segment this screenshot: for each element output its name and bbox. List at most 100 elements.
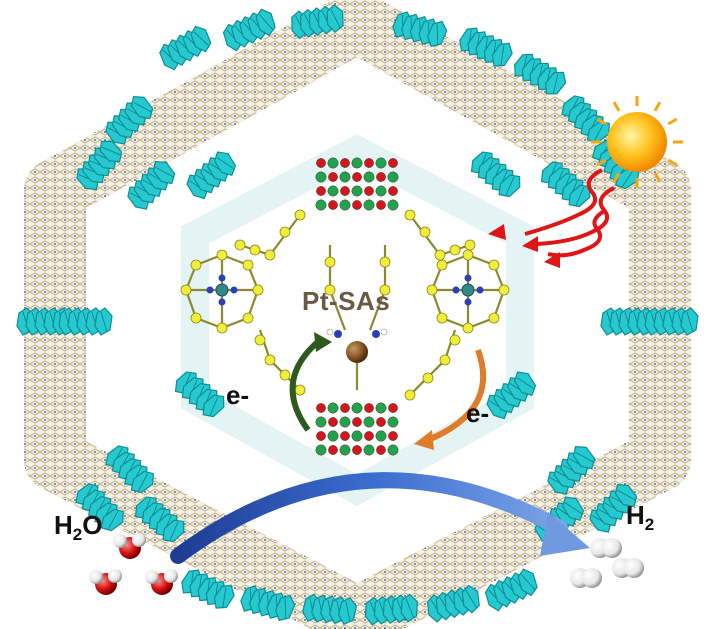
electron-transfer-arrow-right <box>426 348 487 443</box>
sulfur-atom <box>234 239 246 251</box>
hydrogen-atom <box>326 328 334 336</box>
water-label: H2O <box>54 510 102 545</box>
metal-atom <box>339 199 351 211</box>
oxygen-atom <box>364 158 374 168</box>
sulfur-atom <box>464 239 476 251</box>
polyhedron-cluster <box>291 4 344 40</box>
oxygen-atom <box>376 417 386 427</box>
hydrogen-label-h: H <box>626 500 645 530</box>
nitrogen-atom <box>334 330 342 338</box>
sulfur-atom <box>279 226 291 238</box>
oxygen-atom <box>340 403 350 413</box>
metal-atom <box>351 185 363 197</box>
polyhedron-cluster <box>644 307 699 336</box>
polyhedron-cluster <box>540 161 591 208</box>
sulfur-atom <box>216 322 228 334</box>
metal-atom <box>315 444 327 456</box>
metal-atom <box>375 185 387 197</box>
electron-arrowhead-right <box>414 430 434 450</box>
polyhedron-cluster <box>302 593 358 626</box>
sulfur-atom <box>264 354 276 366</box>
polyhedron-cluster <box>392 11 448 48</box>
sulfur-atom <box>216 249 228 261</box>
sulfur-atom <box>449 244 461 256</box>
sulfur-atom <box>422 372 434 384</box>
hydrogen-atom <box>89 570 103 584</box>
sulfur-atom <box>264 249 276 261</box>
electron-transfer-arrow-left <box>289 337 322 432</box>
oxygen-atom <box>376 445 386 455</box>
metal-atom <box>315 416 327 428</box>
sulfur-atom <box>462 322 474 334</box>
oxygen-atom <box>364 186 374 196</box>
polyhedron-cluster <box>426 584 480 623</box>
nitrogen-atom <box>464 274 472 282</box>
sulfur-atom <box>294 209 306 221</box>
sulfur-atom <box>488 259 500 271</box>
porphyrin-metal-center <box>461 283 475 297</box>
metal-atom <box>351 157 363 169</box>
polyhedron-cluster <box>174 371 225 418</box>
sulfur-atom <box>180 284 192 296</box>
sulfur-atom <box>379 284 391 296</box>
sun-icon <box>591 96 683 188</box>
sulfur-atom <box>436 312 448 324</box>
metal-atom <box>363 199 375 211</box>
hydrogen-atom <box>145 570 159 584</box>
sulfur-atom <box>249 244 261 256</box>
water-label-o: O <box>82 510 103 540</box>
oxygen-atom <box>340 186 350 196</box>
sulfur-atom <box>294 384 306 396</box>
metal-atom <box>327 157 339 169</box>
polyhedron-cluster <box>16 307 71 336</box>
polyhedron-cluster <box>484 568 538 612</box>
polyhedron-cluster <box>76 140 123 191</box>
sulfur-atom <box>379 256 391 268</box>
metal-atom <box>339 171 351 183</box>
polyhedron-cluster <box>105 445 154 494</box>
metal-atom <box>315 199 327 211</box>
polyhedron-cluster <box>547 446 596 495</box>
oxygen-atom <box>352 445 362 455</box>
oxygen-atom <box>316 186 326 196</box>
water-molecule-icon <box>89 533 178 595</box>
oxygen-atom <box>388 186 398 196</box>
hydrogen-molecule-icon <box>570 538 644 588</box>
oxygen-atom <box>340 431 350 441</box>
metal-oxo-polyhedra <box>16 4 699 626</box>
oxygen-atom <box>364 431 374 441</box>
polyhedron-cluster <box>459 27 513 67</box>
metal-atom <box>351 430 363 442</box>
hydrogen-atom <box>164 569 178 583</box>
sulfur-atom <box>419 226 431 238</box>
polyhedron-cluster <box>105 96 154 145</box>
sulfur-atom <box>190 312 202 324</box>
oxygen-atom <box>364 403 374 413</box>
polyhedron-cluster <box>75 483 124 532</box>
nitrogen-atom <box>464 298 472 306</box>
sulfur-atom <box>190 259 202 271</box>
hydrogen-atom <box>113 534 127 548</box>
sulfur-atom <box>462 249 474 261</box>
metal-atom <box>327 185 339 197</box>
light-rays-icon <box>488 168 615 268</box>
oxygen-atom <box>352 200 362 210</box>
hydrogen-atom <box>582 568 602 588</box>
sulfur-atom <box>279 369 291 381</box>
hydrogen-atom <box>602 538 622 558</box>
sulfur-atom <box>426 284 438 296</box>
oxygen-atom <box>316 431 326 441</box>
metal-atom <box>327 430 339 442</box>
hydrogen-atom <box>380 328 388 336</box>
polyhedron-cluster <box>470 151 521 198</box>
sulfur-atom <box>434 249 446 261</box>
polyhedron-cluster <box>159 25 212 71</box>
oxygen-atom <box>340 158 350 168</box>
pt-sas-label: Pt-SAs <box>302 286 391 316</box>
pt-single-atom <box>346 341 368 363</box>
water-label-h: H <box>54 510 73 540</box>
metal-atom <box>387 444 399 456</box>
hydrogen-atom <box>132 533 146 547</box>
metal-atom <box>375 402 387 414</box>
oxygen-atom <box>376 200 386 210</box>
